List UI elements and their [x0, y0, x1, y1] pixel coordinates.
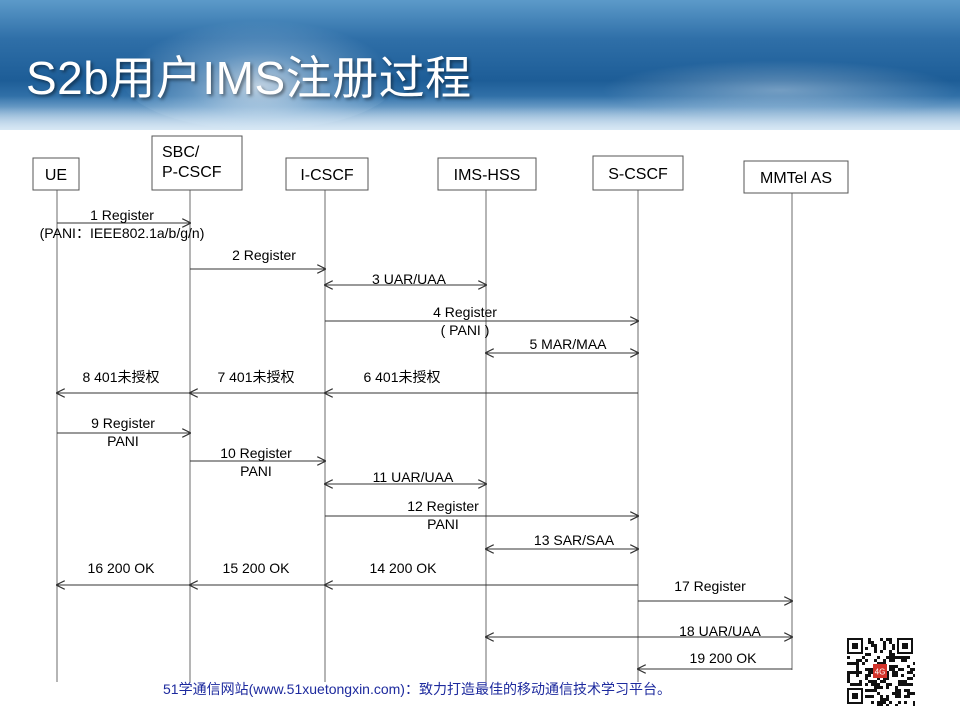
node-icscf: I-CSCF [285, 157, 369, 682]
message-m8: 8 401未授权 [57, 369, 190, 393]
node-box-as [743, 160, 849, 194]
message-m17: 17 Register [638, 578, 792, 601]
message-label-m7-0: 7 401未授权 [217, 369, 294, 385]
message-m6: 6 401未授权 [325, 369, 638, 393]
message-label-m15-0: 15 200 OK [223, 560, 291, 576]
message-m19: 19 200 OK [638, 650, 792, 669]
message-label-m13-0: 13 SAR/SAA [534, 532, 615, 548]
wave-decoration [0, 96, 960, 130]
message-label-m8-0: 8 401未授权 [82, 369, 159, 385]
message-label-m10-1: PANI [240, 463, 272, 479]
node-hss: IMS-HSS [437, 157, 537, 682]
node-label-icscf-0: I-CSCF [300, 167, 354, 184]
message-m1: 1 Register (PANI：IEEE802.1a/b/g/n) [40, 207, 205, 241]
message-label-m14-0: 14 200 OK [370, 560, 438, 576]
node-box-scscf [592, 155, 684, 191]
message-label-m5-0: 5 MAR/MAA [529, 336, 607, 352]
message-label-m9-0: 9 Register [91, 415, 155, 431]
message-label-m9-1: PANI [107, 433, 139, 449]
node-label-scscf-0: S-CSCF [608, 166, 668, 183]
node-label-sbc-1: P-CSCF [162, 164, 222, 181]
message-label-m19-0: 19 200 OK [690, 650, 758, 666]
message-m16: 16 200 OK [57, 560, 190, 585]
node-scscf: S-CSCF [592, 155, 684, 682]
message-label-m6-0: 6 401未授权 [363, 369, 440, 385]
node-box-sbc [151, 135, 243, 191]
node-box-icscf [285, 157, 369, 191]
header-banner [0, 0, 960, 130]
message-label-m10-0: 10 Register [220, 445, 292, 461]
qr-code-icon: 4G [845, 636, 915, 706]
node-sbc: SBC/P-CSCF [151, 135, 243, 682]
message-label-m3-0: 3 UAR/UAA [372, 271, 447, 287]
message-m4: 4 Register ( PANI ) [325, 304, 638, 338]
node-label-sbc-0: SBC/ [162, 144, 200, 161]
slide-title: S2b用户IMS注册过程 [26, 52, 472, 104]
message-m3: 3 UAR/UAA [325, 271, 486, 287]
node-label-ue-0: UE [45, 167, 67, 184]
message-label-m12-1: PANI [427, 516, 459, 532]
message-m7: 7 401未授权 [190, 369, 325, 393]
node-label-as-0: MMTel AS [760, 170, 832, 187]
message-m5: 5 MAR/MAA [486, 336, 638, 353]
message-label-m11-0: 11 UAR/UAA [373, 469, 454, 485]
node-box-hss [437, 157, 537, 191]
message-m14: 14 200 OK [325, 560, 638, 585]
qr-badge-text: 4G [875, 668, 886, 677]
message-label-m12-0: 12 Register [407, 498, 479, 514]
footer-text: 51学通信网站(www.51xuetongxin.com)：致力打造最佳的移动通… [163, 681, 671, 697]
message-m11: 11 UAR/UAA [325, 469, 486, 485]
message-label-m18-0: 18 UAR/UAA [679, 623, 761, 639]
message-m18: 18 UAR/UAA [486, 623, 792, 639]
node-label-hss-0: IMS-HSS [454, 167, 521, 184]
node-as: MMTel AS [743, 160, 849, 670]
message-m15: 15 200 OK [190, 560, 325, 585]
message-label-m4-0: 4 Register [433, 304, 497, 320]
node-ue: UE [32, 157, 80, 682]
message-label-m4-1: ( PANI ) [441, 322, 490, 338]
message-label-m2-0: 2 Register [232, 247, 296, 263]
message-label-m1-0: 1 Register [90, 207, 154, 223]
message-label-m17-0: 17 Register [674, 578, 746, 594]
message-m13: 13 SAR/SAA [486, 532, 638, 549]
message-label-m16-0: 16 200 OK [88, 560, 156, 576]
message-label-m1-1: (PANI：IEEE802.1a/b/g/n) [40, 225, 205, 241]
message-m2: 2 Register [190, 247, 325, 269]
node-box-ue [32, 157, 80, 191]
